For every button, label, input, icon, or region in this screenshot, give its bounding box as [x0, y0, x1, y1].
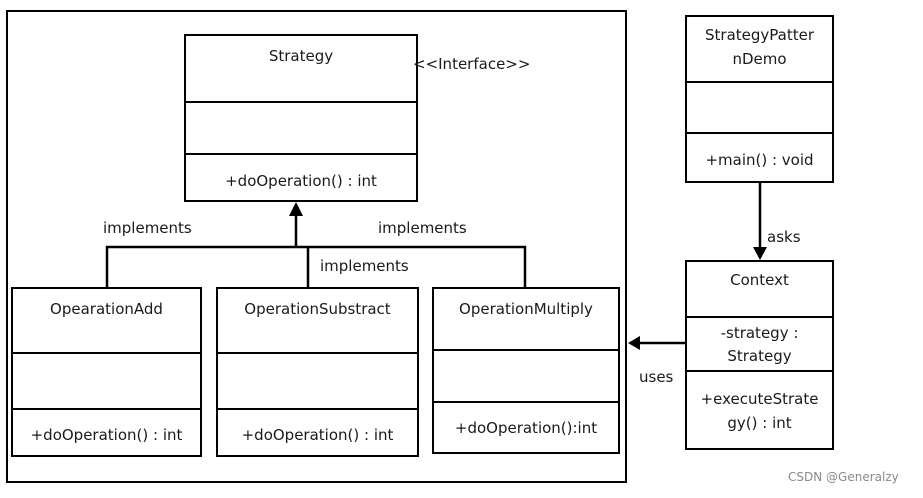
operation-add-attributes: [13, 352, 200, 410]
strategy-class: Strategy +doOperation() : int: [184, 34, 418, 202]
demo-operation: +main() : void: [705, 151, 814, 169]
operation-add-class: OpearationAdd +doOperation() : int: [11, 287, 202, 457]
asks-arrowhead: [753, 247, 767, 260]
strategy-class-name: Strategy: [268, 47, 334, 65]
implements-label-center: implements: [320, 257, 409, 275]
context-attribute-line1: -strategy :: [720, 324, 799, 342]
operation-multiply-operations: +doOperation():int: [434, 401, 618, 452]
implements-label-right: implements: [378, 219, 467, 237]
operation-substract-operations: +doOperation() : int: [218, 408, 417, 455]
operation-add-operation: +doOperation() : int: [30, 426, 183, 444]
strategy-attributes: [186, 101, 416, 155]
context-operations: +executeStrate gy() : int: [687, 370, 832, 448]
watermark: CSDN @Generalzy: [788, 470, 899, 484]
implementations-frame: [6, 10, 627, 483]
demo-operations: +main() : void: [687, 132, 832, 181]
uses-label: uses: [639, 368, 674, 386]
context-operation-line1: +executeStrate: [700, 390, 819, 408]
operation-substract-class-name: OperationSubstract: [244, 300, 391, 318]
operation-multiply-operation: +doOperation():int: [454, 419, 598, 437]
strategy-operation: +doOperation() : int: [225, 172, 377, 190]
asks-label: asks: [767, 228, 801, 246]
uses-arrowhead: [628, 336, 640, 350]
implements-line-left: [105, 245, 296, 287]
strategy-stereotype: <<Interface>>: [413, 55, 531, 73]
context-class-name: Context: [730, 271, 789, 289]
implements-line-right: [296, 245, 527, 287]
demo-class-name-line1: StrategyPatter: [705, 26, 814, 44]
operation-substract-operation: +doOperation() : int: [241, 426, 394, 444]
context-attributes: -strategy : Strategy: [687, 316, 832, 372]
implements-arrowhead: [289, 202, 303, 216]
operation-add-class-name: OpearationAdd: [50, 300, 163, 318]
context-attribute-line2: Strategy: [727, 347, 792, 365]
strategy-operations: +doOperation() : int: [186, 153, 416, 200]
demo-attributes: [687, 81, 832, 134]
operation-multiply-class-name: OperationMultiply: [459, 300, 593, 318]
operation-add-operations: +doOperation() : int: [13, 408, 200, 455]
operation-multiply-attributes: [434, 349, 618, 403]
operation-substract-attributes: [218, 352, 417, 410]
demo-class-name-line2: nDemo: [732, 50, 787, 68]
strategy-pattern-demo-class: StrategyPatter nDemo +main() : void: [685, 15, 834, 183]
operation-multiply-class: OperationMultiply +doOperation():int: [432, 287, 620, 454]
operation-substract-class: OperationSubstract +doOperation() : int: [216, 287, 419, 457]
context-operation-line2: gy() : int: [727, 414, 792, 432]
context-class: Context -strategy : Strategy +executeStr…: [685, 260, 834, 450]
implements-label-left: implements: [103, 219, 192, 237]
